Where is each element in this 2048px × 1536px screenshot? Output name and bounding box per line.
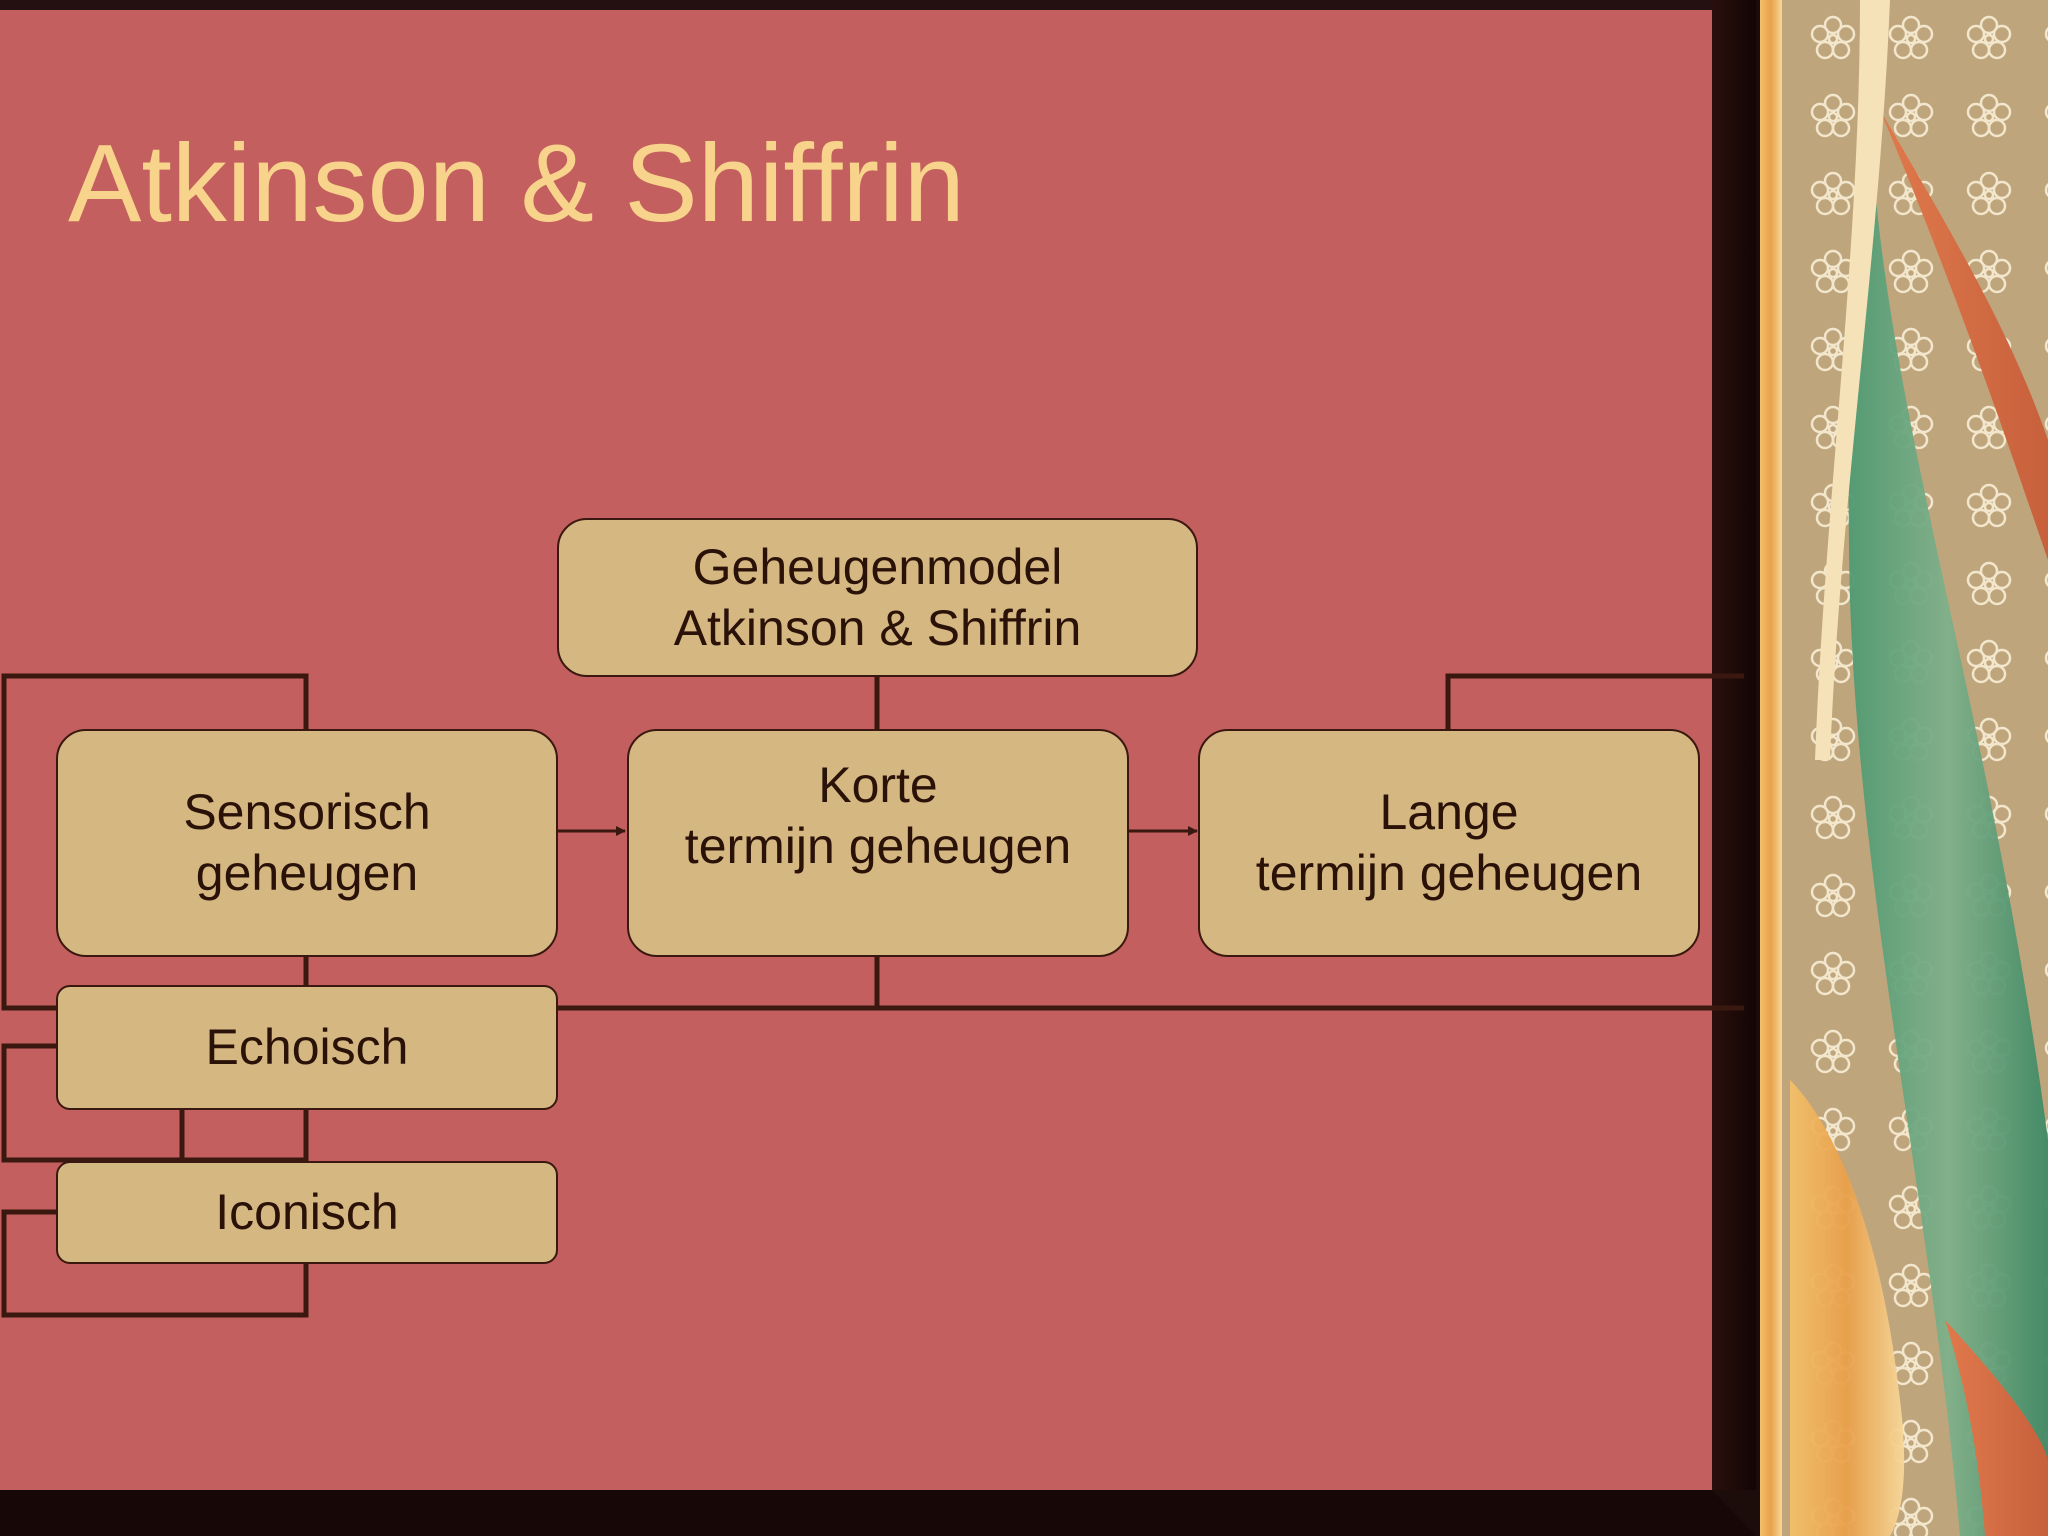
node-long-term-line-1: Lange [1379, 784, 1519, 840]
node-iconic-label: Iconisch [215, 1184, 399, 1240]
node-sensory-line-1: Sensorisch [183, 784, 431, 840]
root-node-line-2: Atkinson & Shiffrin [673, 599, 1082, 656]
node-long-term-line-2: termijn geheugen [1255, 845, 1643, 901]
node-iconic: Iconisch [56, 1161, 558, 1264]
root-node-memory-model: Geheugenmodel Atkinson & Shiffrin [557, 518, 1198, 677]
node-long-term-memory: Lange termijn geheugen [1198, 729, 1700, 957]
node-echoic: Echoisch [56, 985, 558, 1110]
node-sensory-line-2: geheugen [195, 845, 419, 901]
root-node-line-1: Geheugenmodel [692, 538, 1063, 595]
node-short-term-line-2: termijn geheugen [684, 818, 1072, 874]
node-sensory-memory: Sensorisch geheugen [56, 729, 558, 957]
node-short-term-line-1: Korte [818, 757, 938, 813]
node-short-term-memory: Korte termijn geheugen [627, 729, 1129, 957]
node-echoic-label: Echoisch [205, 1019, 409, 1075]
slide-title: Atkinson & Shiffrin [68, 122, 965, 245]
